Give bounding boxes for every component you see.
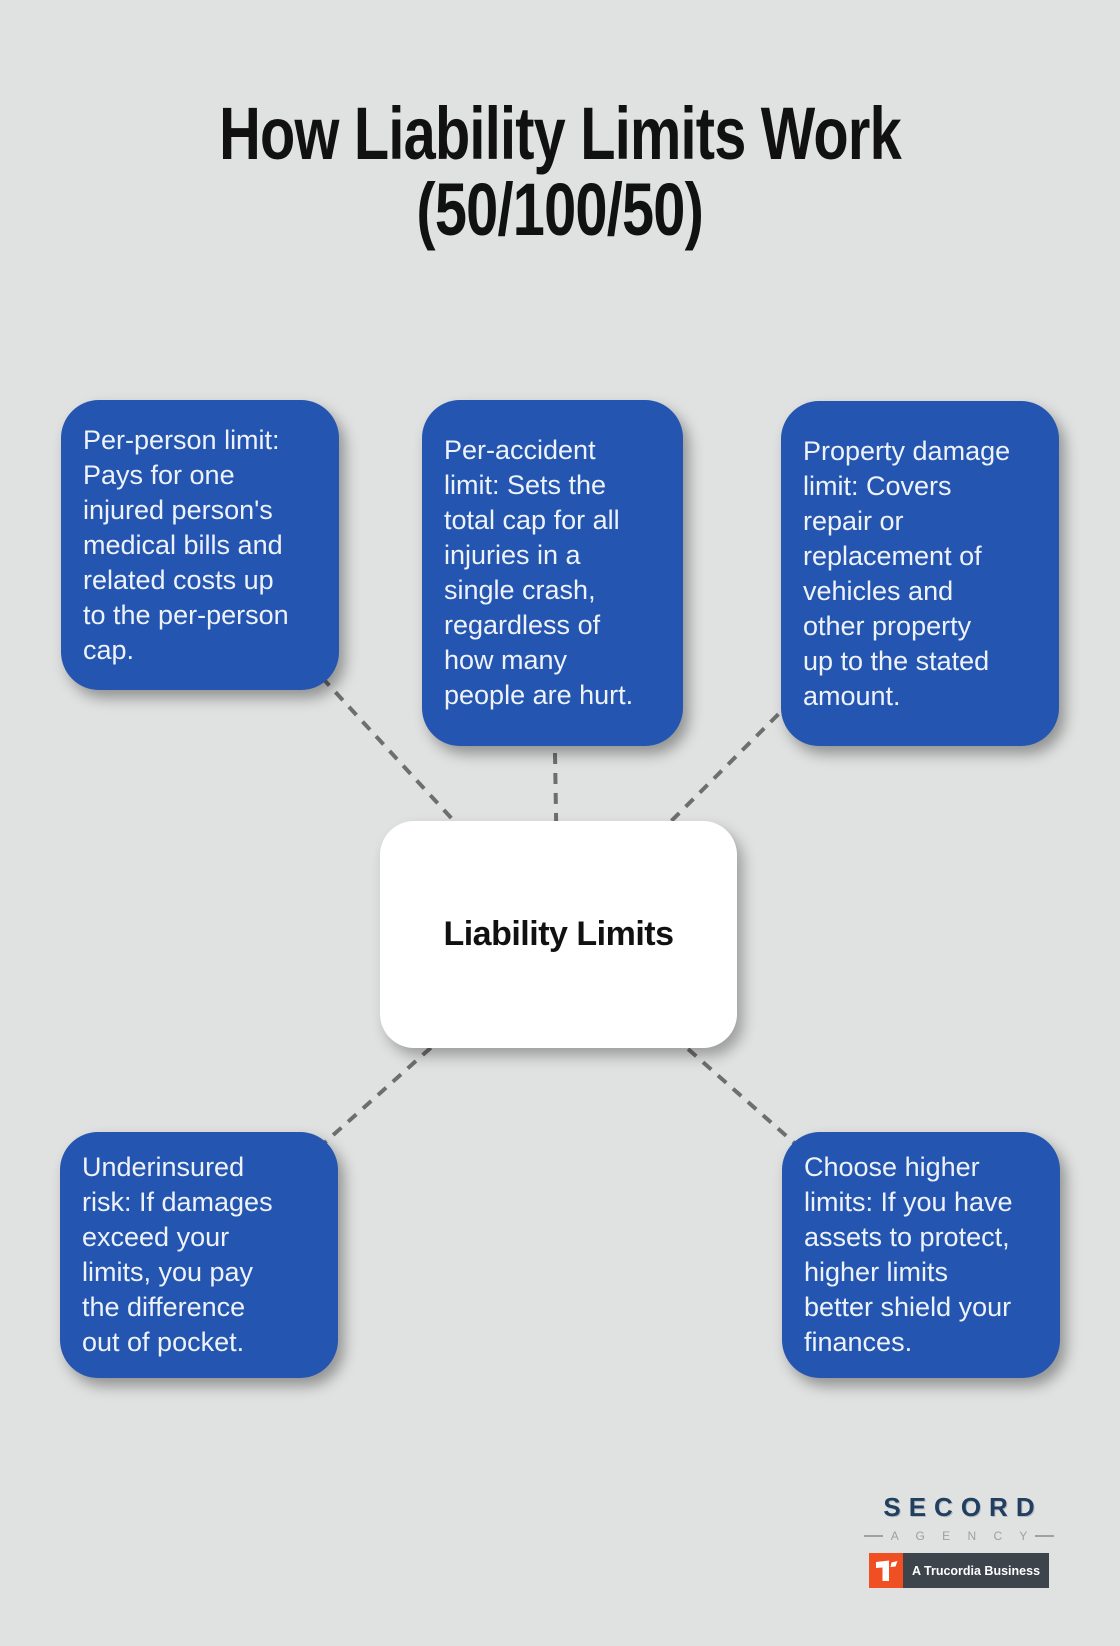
trucordia-badge-text: A Trucordia Business <box>902 1553 1050 1588</box>
brand-footer: SECORD A G E N C Y A Trucordia Business <box>864 1492 1054 1588</box>
trucordia-logo-icon <box>868 1553 903 1588</box>
node-per-accident-limit-text: Per-accident limit: Sets the total cap f… <box>444 435 634 710</box>
brand-agency-row: A G E N C Y <box>864 1529 1054 1543</box>
node-liability-limits-center: Liability Limits <box>380 821 737 1048</box>
center-node-label: Liability Limits <box>443 915 674 953</box>
brand-rule-right <box>1035 1535 1054 1537</box>
node-choose-higher-limits-text: Choose higher limits: If you have assets… <box>804 1152 1013 1357</box>
node-per-person-limit-text: Per-person limit: Pays for one injured p… <box>83 424 289 665</box>
node-per-accident-limit: Per-accident limit: Sets the total cap f… <box>422 400 683 746</box>
node-underinsured-risk: Underinsured risk: If damages exceed you… <box>60 1132 338 1378</box>
brand-rule-left <box>864 1535 883 1537</box>
node-property-damage-limit: Property damage limit: Covers repair or … <box>781 401 1059 746</box>
node-choose-higher-limits: Choose higher limits: If you have assets… <box>782 1132 1060 1378</box>
node-underinsured-risk-text: Underinsured risk: If damages exceed you… <box>82 1152 273 1357</box>
node-per-person-limit: Per-person limit: Pays for one injured p… <box>61 400 339 690</box>
trucordia-badge: A Trucordia Business <box>868 1553 1050 1588</box>
page-title-line-2: (50/100/50) <box>416 168 704 251</box>
brand-logo-secord: SECORD <box>883 1492 1043 1522</box>
brand-agency-label: A G E N C Y <box>890 1529 1035 1543</box>
node-property-damage-limit-text: Property damage limit: Covers repair or … <box>803 435 1011 711</box>
page-title-line-1: How Liability Limits Work <box>219 92 902 175</box>
trucordia-t-glyph <box>875 1560 898 1581</box>
page-title: How Liability Limits Work (50/100/50) <box>0 96 1120 248</box>
